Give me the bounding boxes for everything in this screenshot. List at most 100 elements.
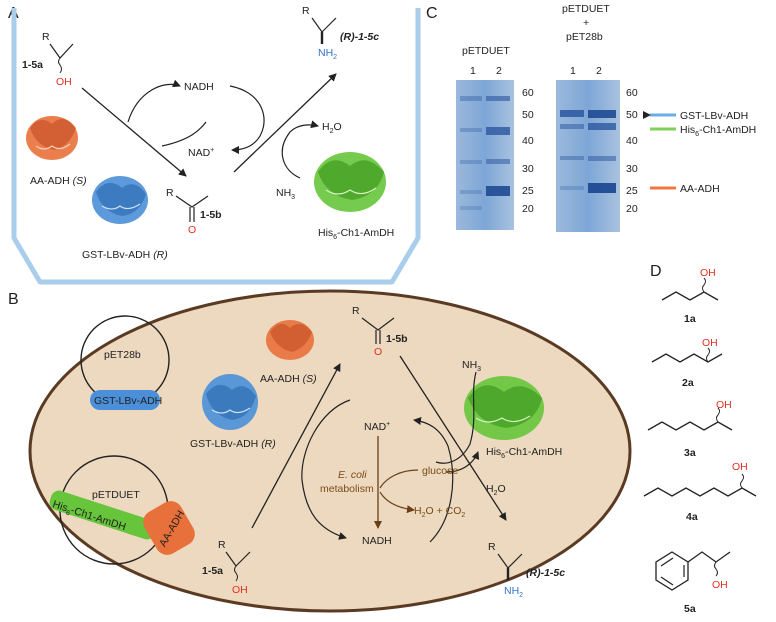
svg-text:R: R — [302, 5, 310, 17]
svg-text:40: 40 — [522, 135, 534, 147]
gel1-markers: 60 50 40 30 25 20 — [522, 87, 534, 215]
arrow-amination — [233, 73, 337, 173]
b-gst-lbv-adh-label: GST-LBv-ADH (R) — [190, 438, 276, 450]
substrate-alcohol: R 1-5a OH — [22, 31, 74, 88]
b-substrate-alcohol: R 1-5a OH — [202, 539, 251, 596]
svg-text:R: R — [488, 541, 496, 553]
panel-label-d: D — [650, 263, 662, 280]
legend-his-label: His6-Ch1-AmDH — [680, 124, 756, 138]
gel-1 — [456, 80, 514, 230]
b-ketone-intermediate: R O 1-5b — [352, 305, 408, 358]
svg-text:pET28b: pET28b — [566, 31, 603, 43]
svg-text:3a: 3a — [684, 447, 696, 459]
b-water-label: H2O — [486, 483, 506, 497]
glucose-arc — [379, 469, 419, 489]
gene-his-ch1-amdh — [49, 490, 157, 540]
label-1-5b: 1-5b — [200, 209, 222, 221]
svg-text:50: 50 — [626, 109, 638, 121]
b-ammonia-arc — [435, 371, 477, 464]
svg-text:(R)-1-5c: (R)-1-5c — [340, 31, 379, 43]
b-aa-adh-protein-icon — [266, 320, 314, 360]
ecoli-label: E. coli — [338, 469, 367, 481]
co2-arc — [379, 491, 415, 514]
ammonia-arc — [281, 120, 319, 179]
svg-text:40: 40 — [626, 135, 638, 147]
gene-gst-lbv-adh — [90, 390, 160, 410]
svg-text:O: O — [188, 224, 196, 236]
svg-text:R: R — [42, 31, 50, 43]
legend-aa-label: AA-ADH — [680, 183, 720, 195]
petduet-label: pETDUET — [92, 489, 140, 501]
cofactor-arc-left-down — [161, 121, 207, 147]
glucose-label: glucose — [422, 465, 458, 477]
svg-text:OH: OH — [716, 399, 732, 411]
b-aa-adh-label: AA-ADH (S) — [260, 373, 317, 385]
svg-text:4a: 4a — [686, 511, 698, 523]
svg-text:30: 30 — [626, 163, 638, 175]
ammonia-label: NH3 — [276, 187, 295, 201]
amdh-label: His6-Ch1-AmDH — [318, 227, 394, 241]
svg-text:1a: 1a — [684, 313, 696, 325]
b-water-arc — [445, 451, 480, 473]
b-amine-product: R (R)-1-5c NH2 — [488, 541, 565, 599]
reaction-vessel — [11, 8, 421, 285]
gst-lbv-adh-protein-icon — [92, 176, 148, 224]
svg-text:R: R — [166, 187, 174, 199]
amine-product: R (R)-1-5c NH2 — [302, 5, 379, 61]
b-cofactor-arc-left — [301, 399, 351, 540]
b-ammonia-label: NH3 — [462, 359, 481, 373]
ketone-intermediate: R O 1-5b — [166, 187, 222, 236]
panel-d: D OH 1a OH 2a OH 3a OH 4a — [643, 263, 757, 615]
svg-text:GST-LBv-ADH: GST-LBv-ADH — [94, 395, 162, 407]
cofactor-arc-left-up — [127, 79, 181, 123]
gel-2 — [556, 80, 620, 232]
panel-b: B pET28b GST-LBv-ADH pETDUET His6-Ch1-Am… — [8, 289, 632, 613]
aa-adh-label: AA-ADH (S) — [30, 175, 87, 187]
panel-label-b: B — [8, 291, 19, 308]
svg-text:60: 60 — [522, 87, 534, 99]
panel-label-c: C — [426, 5, 438, 22]
b-arrow-oxidation — [251, 363, 341, 529]
svg-text:R: R — [218, 539, 226, 551]
svg-text:1-5b: 1-5b — [386, 333, 408, 345]
svg-text:O: O — [374, 346, 382, 358]
svg-text:1: 1 — [470, 65, 476, 77]
svg-text:1: 1 — [570, 65, 576, 77]
svg-text:+: + — [583, 17, 589, 29]
b-nadh-label: NADH — [362, 535, 392, 547]
compound-3a: OH 3a — [647, 399, 733, 459]
panel-a: A R 1-5a OH NADH NAD+ H2O NH3 R O 1-5b — [8, 5, 421, 285]
gel2-markers: 60 50 40 30 25 20 — [626, 87, 638, 215]
compound-1a: OH 1a — [661, 267, 719, 325]
gel2-title-line1: pETDUET — [562, 3, 610, 15]
compound-2a: OH 2a — [651, 337, 723, 389]
svg-text:20: 20 — [626, 203, 638, 215]
b-amdh-label: His6-Ch1-AmDH — [486, 446, 562, 460]
svg-text:OH: OH — [702, 337, 718, 349]
svg-text:OH: OH — [232, 584, 248, 596]
water-label: H2O — [322, 121, 342, 135]
svg-text:25: 25 — [522, 185, 534, 197]
svg-text:R: R — [352, 305, 360, 317]
cofactor-arc-right — [229, 85, 265, 154]
nad-plus-label: NAD+ — [188, 147, 214, 159]
gene-aa-adh — [143, 501, 195, 555]
svg-text:60: 60 — [626, 87, 638, 99]
svg-text:OH: OH — [700, 267, 716, 279]
b-cofactor-arc-right — [413, 417, 454, 543]
svg-text:NH2: NH2 — [318, 47, 337, 61]
svg-text:25: 25 — [626, 185, 638, 197]
b-amdh-protein-icon — [464, 376, 544, 440]
legend-gst-label: GST-LBv-ADH — [680, 110, 748, 122]
compound-5a: OH 5a — [655, 551, 731, 615]
b-gst-lbv-adh-protein-icon — [202, 374, 258, 430]
svg-text:2a: 2a — [682, 377, 694, 389]
svg-text:NH2: NH2 — [504, 585, 523, 599]
panel-c: C pETDUET 1 2 60 50 40 30 25 20 pETDUET … — [426, 3, 756, 232]
svg-text:2: 2 — [596, 65, 602, 77]
gel-legend: GST-LBv-ADH His6-Ch1-AmDH AA-ADH — [643, 110, 756, 195]
svg-text:OH: OH — [712, 579, 728, 591]
h2o-co2-label: H2O + CO2 — [414, 505, 465, 519]
svg-text:5a: 5a — [684, 603, 696, 615]
